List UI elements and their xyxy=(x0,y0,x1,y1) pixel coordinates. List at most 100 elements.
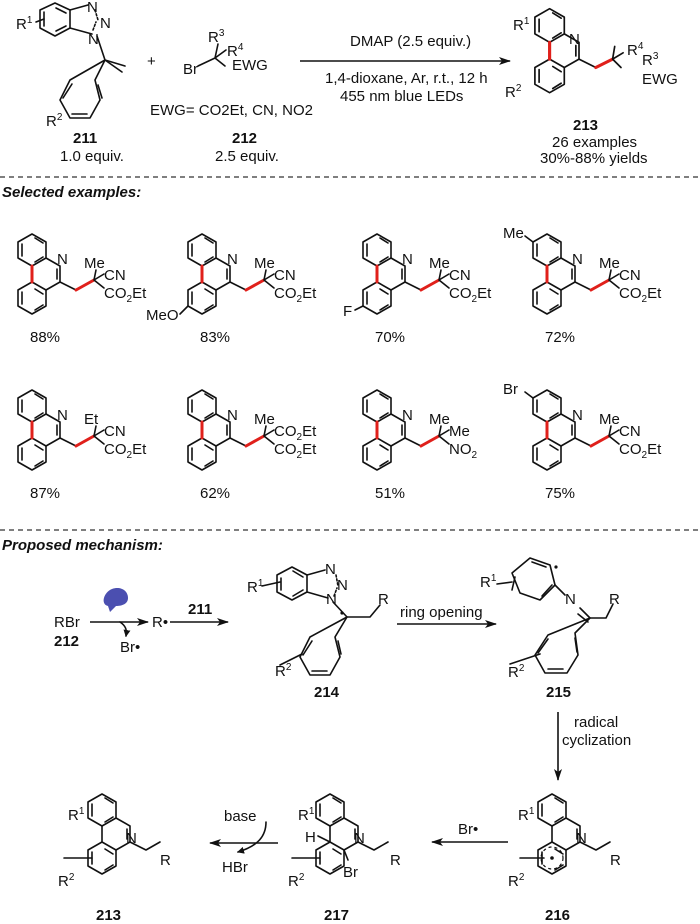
ewg-text: EWG xyxy=(642,71,678,88)
atom-N: N xyxy=(569,31,580,48)
atom-N: N xyxy=(88,31,99,48)
substituent-bottom: NO2 xyxy=(449,441,478,461)
reactant-212-structure xyxy=(197,43,227,67)
atom-N: N xyxy=(402,407,413,424)
equiv-211: 1.0 equiv. xyxy=(60,148,124,165)
substituent-r1: R1 xyxy=(247,578,264,596)
substituent-mid: CN xyxy=(619,423,641,440)
ring-substituent: MeO xyxy=(146,307,179,324)
substituent-mid: Me xyxy=(449,423,470,440)
atom-N: N xyxy=(100,15,111,32)
plus-sign: + xyxy=(147,53,156,70)
atom-Br: Br xyxy=(183,61,198,78)
light-bulb-icon xyxy=(103,588,128,612)
atom-N: N xyxy=(326,591,337,608)
section-header-selected-examples: Selected examples: xyxy=(2,184,141,201)
byproduct-br-radical: Br• xyxy=(120,639,140,656)
intermediate-215-structure xyxy=(496,557,614,674)
compound-label-212: 212 xyxy=(232,130,257,147)
highlight-bond xyxy=(589,434,611,448)
r-group: R xyxy=(610,852,621,869)
substituent-mid: CN xyxy=(449,267,471,284)
condition-solvent: 1,4-dioxane, Ar, r.t., 12 h xyxy=(325,70,488,87)
step-br-radical: Br• xyxy=(458,821,478,838)
substituent-r1: R1 xyxy=(480,573,497,591)
substituent-r1: R1 xyxy=(518,806,535,824)
substituent-top: Me xyxy=(599,255,620,272)
substituent-r4: R4 xyxy=(227,42,244,60)
highlight-bond xyxy=(589,278,611,292)
compound-label-212: 212 xyxy=(54,633,79,650)
substituent-bottom: CO2Et xyxy=(104,441,147,461)
curved-arrow xyxy=(237,821,267,854)
r-group: R xyxy=(390,852,401,869)
yield-label: 75% xyxy=(545,485,575,502)
atom-N: N xyxy=(402,251,413,268)
compound-label-214: 214 xyxy=(314,684,340,701)
substituent-bottom: CO2Et xyxy=(449,285,492,305)
equiv-212: 2.5 equiv. xyxy=(215,148,279,165)
step-hbr: HBr xyxy=(222,859,248,876)
atom-N: N xyxy=(227,251,238,268)
substituent-top: Me xyxy=(254,255,275,272)
example-count: 26 examples xyxy=(552,134,637,151)
substituent-r2: R2 xyxy=(505,83,522,101)
compound-label-216: 216 xyxy=(545,907,570,924)
substituent-mid: CN xyxy=(619,267,641,284)
highlight-bond xyxy=(74,278,96,292)
ring-substituent: Me xyxy=(503,225,524,242)
compound-label-217: 217 xyxy=(324,907,349,924)
substituent-r1: R1 xyxy=(513,16,530,34)
substituent-r1: R1 xyxy=(298,806,315,824)
substituent-top: Me xyxy=(254,411,275,428)
substituent-top: Me xyxy=(599,411,620,428)
step-radical: radical xyxy=(574,714,618,731)
r-group: R xyxy=(160,852,171,869)
substituent-mid: CO2Et xyxy=(274,423,317,443)
substituent-top: Me xyxy=(429,255,450,272)
atom-N: N xyxy=(57,251,68,268)
atom-H: H xyxy=(305,829,316,846)
substituent-r2: R2 xyxy=(46,112,63,130)
substituent-r2: R2 xyxy=(58,872,75,890)
yield-label: 72% xyxy=(545,329,575,346)
condition-reagent: DMAP (2.5 equiv.) xyxy=(350,33,471,50)
substituent-mid: CN xyxy=(104,423,126,440)
atom-N: N xyxy=(576,830,587,847)
substituent-bottom: CO2Et xyxy=(274,285,317,305)
atom-N: N xyxy=(354,830,365,847)
atom-N: N xyxy=(87,0,98,16)
r-group: R xyxy=(378,591,389,608)
condition-light: 455 nm blue LEDs xyxy=(340,88,463,105)
substituent-top: Et xyxy=(84,411,99,428)
substituent-top: Me xyxy=(84,255,105,272)
section-header-mechanism: Proposed mechanism: xyxy=(2,537,163,554)
intermediate-214-structure xyxy=(261,566,381,676)
compound-label-215: 215 xyxy=(546,684,571,701)
compound-label-213: 213 xyxy=(96,907,121,924)
substituent-r1: R1 xyxy=(16,15,33,33)
ewg-text: EWG xyxy=(232,57,268,74)
substituent-mid: CN xyxy=(104,267,126,284)
r-group: R xyxy=(609,591,620,608)
curved-arrow xyxy=(119,621,131,637)
atom-Br: Br xyxy=(343,864,358,881)
substituent-r2: R2 xyxy=(288,872,305,890)
atom-N: N xyxy=(126,830,137,847)
highlight-bond xyxy=(244,434,266,448)
intermediate-216-structure xyxy=(519,793,611,875)
reagent-211: 211 xyxy=(188,601,212,618)
reactant-211-structure xyxy=(35,2,126,119)
ring-substituent: Br xyxy=(503,381,518,398)
atom-N: N xyxy=(227,407,238,424)
rbr-formula: RBr xyxy=(54,614,80,631)
substituent-r2: R2 xyxy=(508,872,525,890)
yield-label: 88% xyxy=(30,329,60,346)
